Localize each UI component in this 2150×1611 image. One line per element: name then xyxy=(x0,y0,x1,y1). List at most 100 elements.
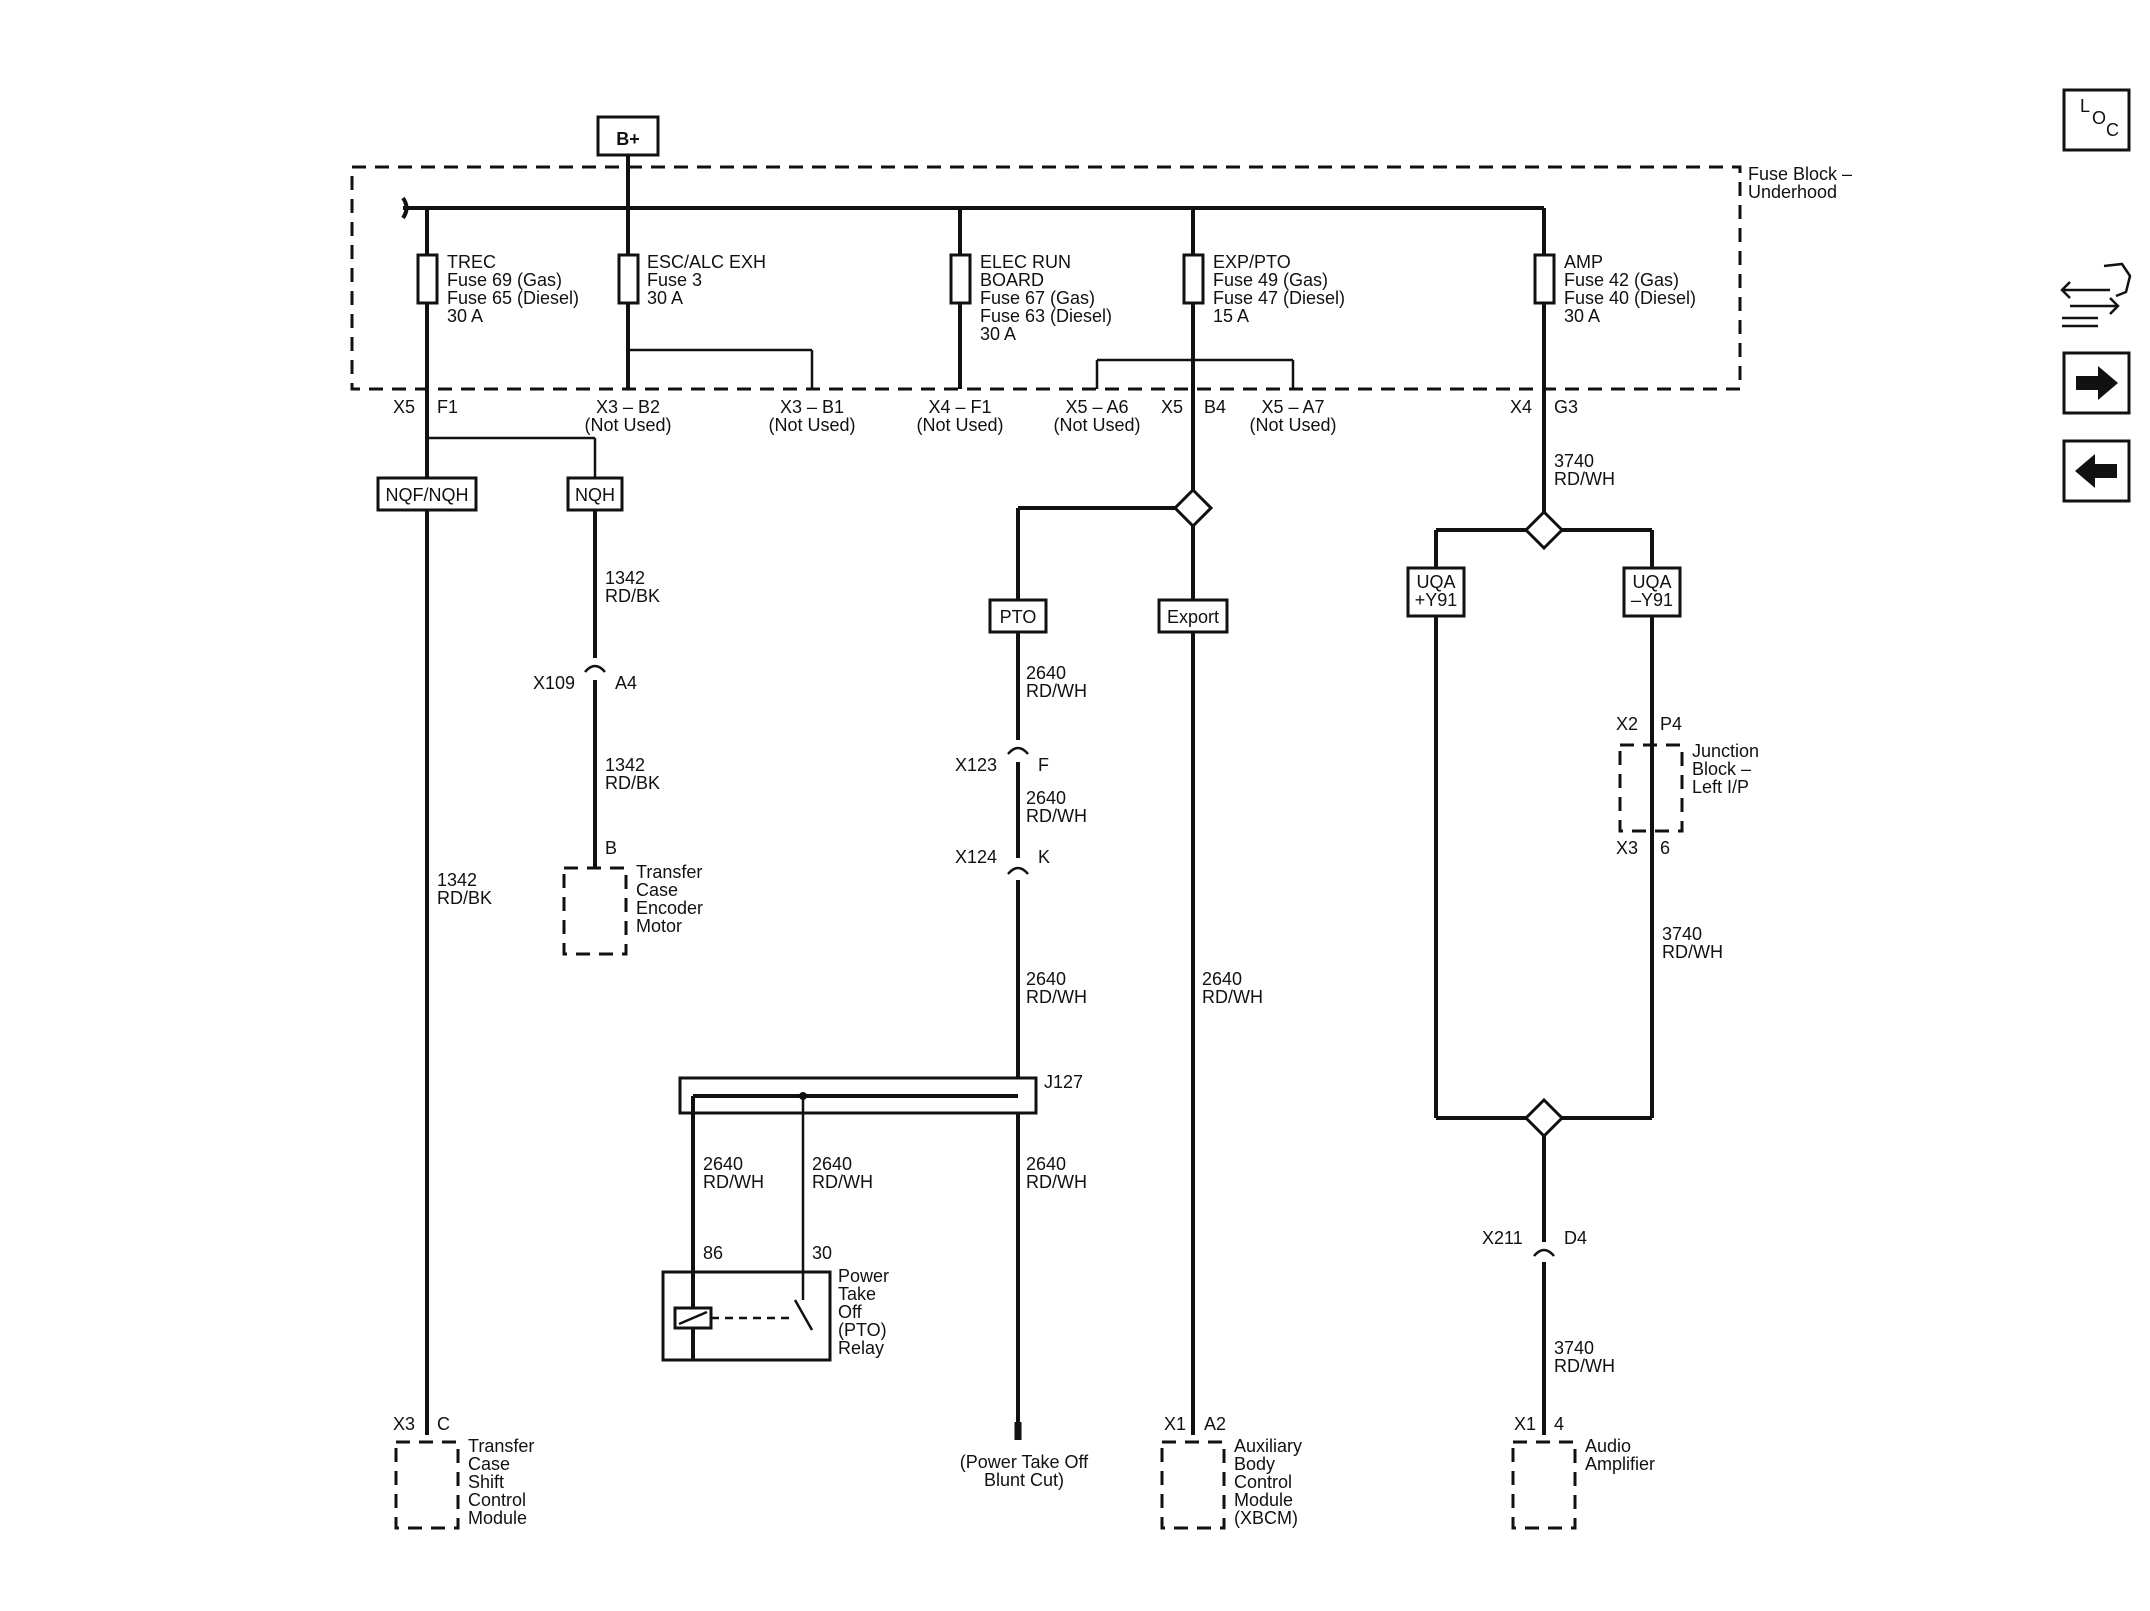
diagram-label: Shift xyxy=(468,1472,504,1492)
diagram-label: L xyxy=(2080,96,2090,116)
diagram-label: RD/WH xyxy=(1202,987,1263,1007)
fuse-block-outline xyxy=(350,165,1742,391)
diagram-label: Blunt Cut) xyxy=(984,1470,1064,1490)
diagram-stroke xyxy=(2076,366,2118,400)
diagram-label: 30 xyxy=(812,1243,832,1263)
diagram-stroke xyxy=(1618,743,1684,833)
arrow-left-icon xyxy=(2075,454,2117,488)
diagram-label: X3 xyxy=(1616,838,1638,858)
diagram-label: Case xyxy=(468,1454,510,1474)
fuse-exp-pto: EXP/PTO Fuse 49 (Gas) Fuse 47 (Diesel) 1… xyxy=(1095,208,1345,490)
diagram-stroke xyxy=(949,253,972,305)
transfer-case-shift-control-module: X3 C Transfer Case Shift Control Module xyxy=(393,1414,534,1530)
previous-page-button[interactable] xyxy=(2062,439,2131,503)
splice-amp-upper xyxy=(1523,509,1565,551)
arrow-right-icon xyxy=(2076,366,2118,400)
fuse-block-pins: X5 F1 X3 – B2 (Not Used) X3 – B1 (Not Us… xyxy=(393,397,1578,435)
diagram-label: (Not Used) xyxy=(1053,415,1140,435)
splice-amp-lower xyxy=(1523,1097,1565,1139)
diagram-label: X211 xyxy=(1482,1228,1523,1248)
diagram-label: RD/BK xyxy=(605,586,660,606)
diagram-label: J127 xyxy=(1044,1072,1083,1092)
diagram-stroke xyxy=(793,1299,814,1331)
diagram-label: UQA xyxy=(1416,572,1455,592)
fuse-esc-alc-exh: ESC/ALC EXH Fuse 3 30 A xyxy=(617,208,814,389)
diagram-label: X1 xyxy=(1164,1414,1186,1434)
diagram-label: RD/WH xyxy=(812,1172,873,1192)
diagram-label: X5 – A7 xyxy=(1261,397,1324,417)
diagram-label: 2640 xyxy=(1026,788,1066,808)
diagram-label: 1342 xyxy=(605,755,645,775)
diagram-label: NQH xyxy=(575,485,615,505)
location-icon[interactable]: L O C xyxy=(2062,88,2131,152)
diagram-label: X4 – F1 xyxy=(928,397,991,417)
diagram-label: P4 xyxy=(1660,714,1682,734)
diagram-label: A2 xyxy=(1204,1414,1226,1434)
diagram-label: Fuse 65 (Diesel) xyxy=(447,288,579,308)
fuse-trec: TREC Fuse 69 (Gas) Fuse 65 (Diesel) 30 A xyxy=(416,208,579,438)
diagram-label: Body xyxy=(1234,1454,1275,1474)
diagram-stroke xyxy=(1533,253,1556,305)
diagram-stroke xyxy=(1182,253,1205,305)
diagram-label: 6 xyxy=(1660,838,1670,858)
diagram-label: Fuse 69 (Gas) xyxy=(447,270,562,290)
diagram-label: C xyxy=(2106,120,2119,140)
diagram-label: 2640 xyxy=(703,1154,743,1174)
option-uqa-plus-y91 xyxy=(1406,566,1466,618)
auxiliary-body-control-module: X1 A2 Auxiliary Body Control Module (XBC… xyxy=(1160,1414,1302,1530)
diagram-label: Block – xyxy=(1692,759,1751,779)
diagram-label: RD/WH xyxy=(1026,987,1087,1007)
diagram-label: X109 xyxy=(533,673,575,693)
diagram-label: RD/WH xyxy=(1026,681,1087,701)
diagram-label: B xyxy=(605,838,617,858)
diagram-label: (XBCM) xyxy=(1234,1508,1298,1528)
diagram-label: BOARD xyxy=(980,270,1044,290)
fuse-elec-run-board: ELEC RUN BOARD Fuse 67 (Gas) Fuse 63 (Di… xyxy=(949,208,1112,389)
diagram-label: D4 xyxy=(1564,1228,1587,1248)
fuse-block-title: Fuse Block – xyxy=(1748,164,1852,184)
diagram-label: (Not Used) xyxy=(768,415,855,435)
diagram-label: RD/WH xyxy=(1026,1172,1087,1192)
diagram-label: PTO xyxy=(1000,607,1037,627)
diagram-label: Control xyxy=(1234,1472,1292,1492)
audio-amplifier: X1 4 Audio Amplifier xyxy=(1511,1414,1655,1530)
diagram-label: RD/WH xyxy=(703,1172,764,1192)
diagram-label: Fuse 67 (Gas) xyxy=(980,288,1095,308)
diagram-label: 15 A xyxy=(1213,306,1249,326)
diagram-label: RD/BK xyxy=(605,773,660,793)
diagram-label: F xyxy=(1038,755,1049,775)
diagram-label: Take xyxy=(838,1284,876,1304)
diagram-label: Left I/P xyxy=(1692,777,1749,797)
diagram-label: K xyxy=(1038,847,1050,867)
transfer-case-encoder-motor: Transfer Case Encoder Motor xyxy=(562,862,703,956)
next-page-button[interactable] xyxy=(2062,351,2131,415)
diagram-label: F1 xyxy=(437,397,458,417)
diagram-label: Transfer xyxy=(636,862,702,882)
diagram-label: 30 A xyxy=(1564,306,1600,326)
diagram-stroke xyxy=(2070,297,2120,315)
diagram-label: 2640 xyxy=(1202,969,1242,989)
splice-exp-pto xyxy=(1172,487,1214,529)
connector-swap-icon[interactable] xyxy=(2060,262,2132,328)
diagram-label: Relay xyxy=(838,1338,884,1358)
diagram-label: Encoder xyxy=(636,898,703,918)
diagram-label: RD/WH xyxy=(1662,942,1723,962)
diagram-stroke xyxy=(562,866,628,956)
diagram-label: Motor xyxy=(636,916,682,936)
fuse-block-subtitle: Underhood xyxy=(1748,182,1837,202)
diagram-label: Export xyxy=(1167,607,1219,627)
fuse-amp: AMP Fuse 42 (Gas) Fuse 40 (Diesel) 30 A xyxy=(1533,208,1696,512)
diagram-stroke xyxy=(1160,1440,1226,1530)
diagram-stroke xyxy=(2060,281,2110,299)
diagram-stroke xyxy=(2075,454,2117,488)
diagram-label: X123 xyxy=(955,755,997,775)
diagram-label: X5 xyxy=(393,397,415,417)
diagram-label: X2 xyxy=(1616,714,1638,734)
diagram-label: X3 xyxy=(393,1414,415,1434)
diagram-stroke xyxy=(1007,746,1029,755)
diagram-label: 30 A xyxy=(447,306,483,326)
diagram-label: Fuse 63 (Diesel) xyxy=(980,306,1112,326)
diagram-label: RD/WH xyxy=(1554,469,1615,489)
diagram-label: AMP xyxy=(1564,252,1603,272)
